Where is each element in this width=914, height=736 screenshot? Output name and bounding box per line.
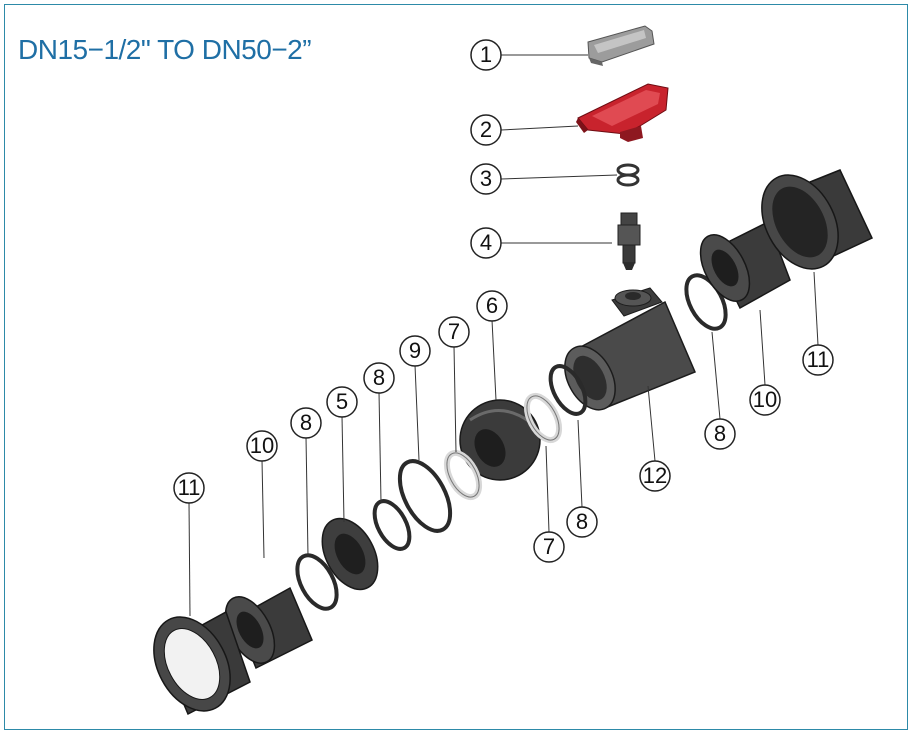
callout-number: 12 — [643, 463, 667, 488]
part-3-orings — [616, 163, 640, 187]
callout-number: 6 — [486, 293, 498, 318]
part-2-handle — [576, 83, 669, 142]
callout-c10a: 10 — [246, 430, 278, 462]
callout-number: 8 — [300, 410, 312, 435]
callout-circle — [639, 460, 671, 492]
callout-circle — [566, 506, 598, 538]
callout-number: 11 — [807, 347, 830, 372]
part-drawings — [153, 25, 873, 716]
part-12-valve-body — [564, 287, 696, 411]
callout-c7a: 7 — [438, 316, 470, 348]
callout-c10b: 10 — [749, 384, 781, 416]
callout-circle — [438, 316, 470, 348]
part-6-ball — [459, 399, 541, 481]
callout-number: 9 — [409, 338, 421, 363]
callout-number: 8 — [576, 509, 588, 534]
diagram-title: DN15−1/2" TO DN50−2” — [18, 34, 312, 65]
callout-c11a: 11 — [173, 472, 205, 504]
callout-c8c: 8 — [566, 506, 598, 538]
callout-number: 2 — [480, 117, 492, 142]
callout-c8b: 8 — [290, 407, 322, 439]
part-11-union-nuts — [153, 169, 873, 716]
callout-c12: 12 — [639, 460, 671, 492]
callout-number: 1 — [480, 42, 492, 67]
callout-number: 10 — [753, 387, 777, 412]
callout-c8a: 8 — [363, 362, 395, 394]
part-7-seats — [443, 392, 563, 501]
callout-number: 10 — [250, 433, 274, 458]
callout-c6: 6 — [476, 290, 508, 322]
callout-circle — [246, 430, 278, 462]
callout-circle — [326, 386, 358, 418]
part-1-insert — [587, 25, 655, 66]
callout-c9: 9 — [399, 335, 431, 367]
callout-c5: 5 — [326, 386, 358, 418]
callout-c1: 1 — [470, 39, 502, 71]
callout-circle — [470, 227, 502, 259]
callout-number: 4 — [480, 230, 492, 255]
part-5-carrier — [321, 517, 379, 591]
callout-c4: 4 — [470, 227, 502, 259]
callout-number: 7 — [448, 319, 460, 344]
callout-number: 3 — [480, 166, 492, 191]
callout-circle — [704, 418, 736, 450]
callout-circle — [476, 290, 508, 322]
callout-circle — [363, 362, 395, 394]
callout-number: 8 — [373, 365, 385, 390]
leader-lines — [188, 54, 819, 617]
callout-circle — [749, 384, 781, 416]
callout-circle — [470, 39, 502, 71]
callout-c3: 3 — [470, 163, 502, 195]
callout-c8d: 8 — [704, 418, 736, 450]
diagram-frame — [4, 4, 908, 730]
callout-number: 11 — [178, 475, 201, 500]
callout-circle — [533, 531, 565, 563]
callout-circle — [470, 163, 502, 195]
callout-circle — [399, 335, 431, 367]
callout-circle — [290, 407, 322, 439]
callout-c2: 2 — [470, 114, 502, 146]
callout-circle — [470, 114, 502, 146]
callout-c11b: 11 — [802, 344, 834, 376]
callout-circle — [173, 472, 205, 504]
part-9-oring — [397, 459, 453, 533]
callout-number: 7 — [543, 534, 555, 559]
callout-circle — [802, 344, 834, 376]
callout-c7b: 7 — [533, 531, 565, 563]
callout-number: 8 — [714, 421, 726, 446]
part-4-stem — [617, 212, 641, 270]
callout-number: 5 — [336, 389, 348, 414]
